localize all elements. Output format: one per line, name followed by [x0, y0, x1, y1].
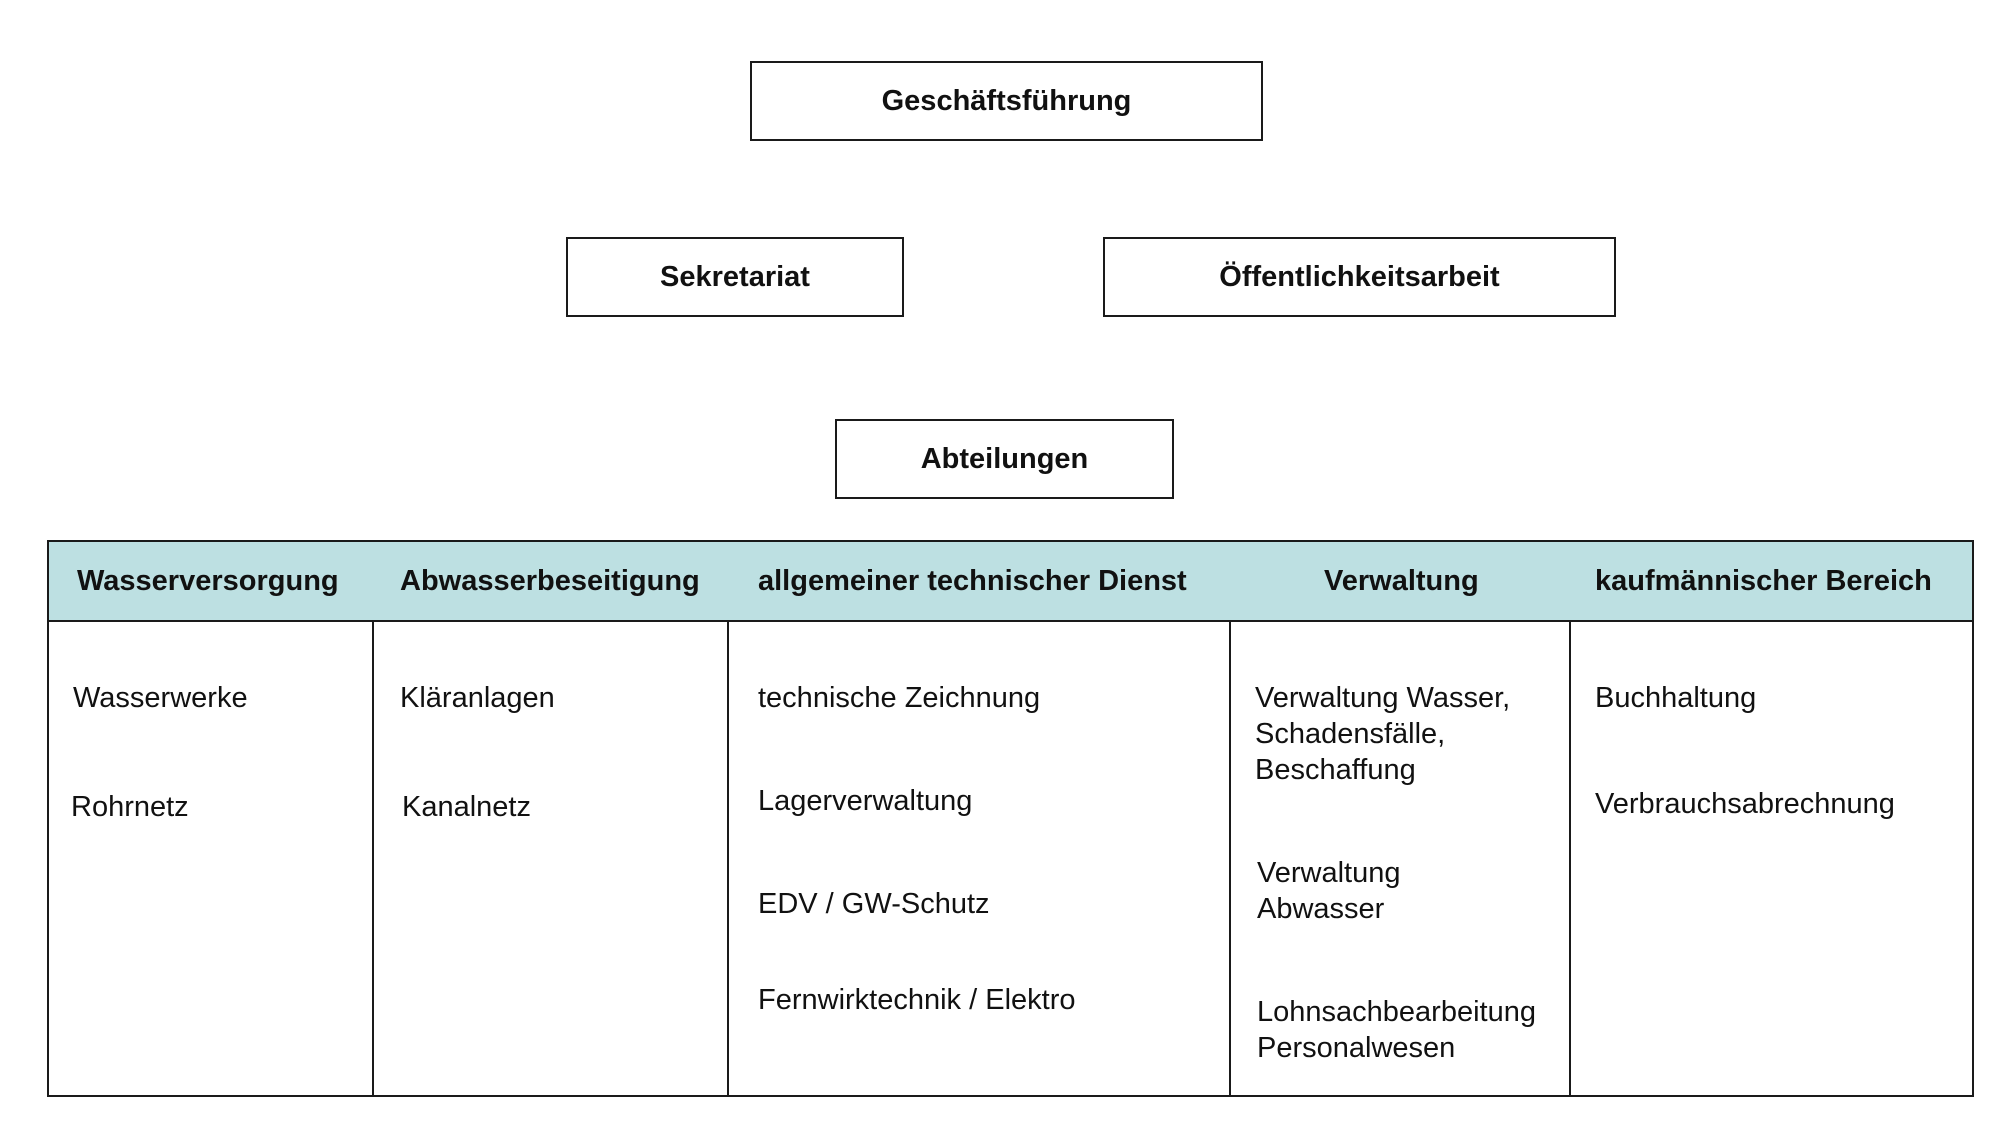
list-item-line: Schadensfälle, — [1255, 718, 1446, 750]
column-header-wastewater: Abwasserbeseitigung — [400, 565, 700, 597]
secretariat-label: Sekretariat — [660, 260, 810, 293]
list-item-line: Beschaffung — [1255, 754, 1416, 786]
list-item: Kanalnetz — [402, 791, 531, 823]
list-item-line: Lohnsachbearbeitung — [1257, 996, 1536, 1028]
list-item: Verwaltung Abwasser — [1257, 855, 1401, 927]
list-item: Rohrnetz — [71, 791, 189, 823]
departments-box: Abteilungen — [835, 419, 1174, 499]
management-box: Geschäftsführung — [750, 61, 1263, 141]
list-item-line: Verwaltung — [1257, 857, 1401, 889]
column-header-technical-service: allgemeiner technischer Dienst — [758, 565, 1187, 597]
list-item: Fernwirktechnik / Elektro — [758, 984, 1076, 1016]
list-item: Lohnsachbearbeitung Personalwesen — [1257, 994, 1536, 1066]
column-divider — [727, 622, 729, 1095]
list-item-line: Verwaltung Wasser, — [1255, 682, 1511, 714]
list-item: EDV / GW-Schutz — [758, 888, 990, 920]
list-item: Lagerverwaltung — [758, 785, 973, 817]
list-item-line: Personalwesen — [1257, 1032, 1456, 1064]
column-divider — [372, 622, 374, 1095]
list-item: Buchhaltung — [1595, 682, 1757, 714]
column-divider — [1569, 622, 1571, 1095]
list-item: Verbrauchsabrechnung — [1595, 788, 1895, 820]
column-header-administration: Verwaltung — [1324, 565, 1479, 597]
list-item: technische Zeichnung — [758, 682, 1041, 714]
departments-label: Abteilungen — [920, 442, 1089, 475]
column-header-commercial: kaufmännischer Bereich — [1595, 565, 1932, 597]
list-item: Wasserwerke — [73, 682, 248, 714]
public-relations-box: Öffentlichkeitsarbeit — [1103, 237, 1616, 317]
list-item: Kläranlagen — [400, 682, 555, 714]
list-item: Verwaltung Wasser, Schadensfälle, Bescha… — [1255, 680, 1510, 788]
list-item-line: Abwasser — [1257, 893, 1385, 925]
departments-header-row: Wasserversorgung Abwasserbeseitigung all… — [49, 542, 1972, 622]
departments-table: Wasserversorgung Abwasserbeseitigung all… — [47, 540, 1974, 1097]
management-label: Geschäftsführung — [881, 84, 1132, 117]
secretariat-box: Sekretariat — [566, 237, 904, 317]
column-divider — [1229, 622, 1231, 1095]
column-header-water-supply: Wasserversorgung — [77, 565, 339, 597]
public-relations-label: Öffentlichkeitsarbeit — [1219, 260, 1500, 293]
